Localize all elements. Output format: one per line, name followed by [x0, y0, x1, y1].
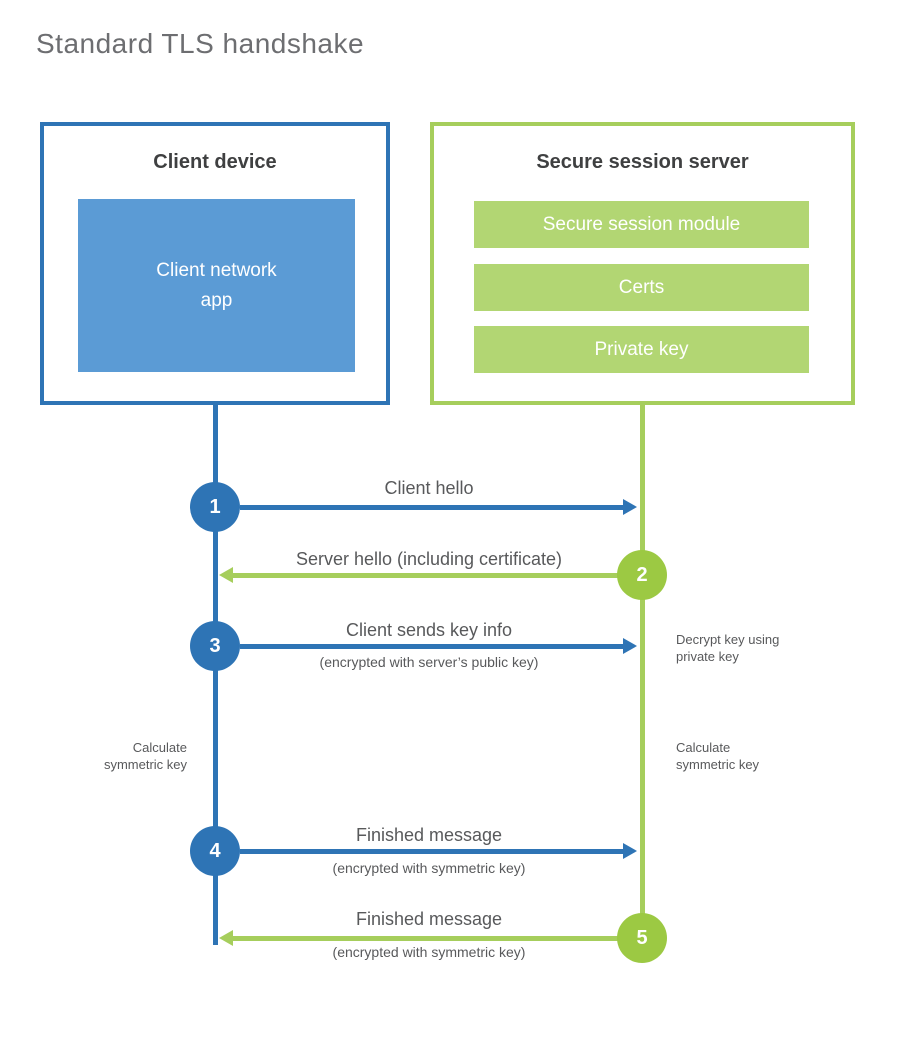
msg-client-hello: Client hello	[384, 478, 474, 498]
step-3-number: 3	[209, 634, 221, 657]
note-calc-right-line2: symmetric key	[676, 757, 760, 772]
module-secure-session: Secure session module	[474, 201, 809, 248]
module-private-key: Private key	[474, 326, 809, 373]
client-app-label-line2: app	[200, 289, 233, 311]
page-title: Standard TLS handshake	[36, 28, 365, 59]
step-1-marker: 1	[190, 482, 240, 532]
note-decrypt-key: Decrypt key using private key	[676, 631, 816, 665]
client-box-title: Client device	[153, 151, 277, 173]
step-3-marker: 3	[190, 621, 240, 671]
client-app-label-line1: Client network	[156, 259, 277, 281]
msg-client-key-info: Client sends key info	[345, 620, 513, 640]
step-2-number: 2	[636, 563, 648, 586]
module-certs: Certs	[474, 264, 809, 311]
client-device-box: Client device Client network app	[40, 122, 390, 405]
note-calc-left-line2: symmetric key	[103, 757, 187, 772]
step-5-number: 5	[636, 926, 648, 949]
secure-session-server-box: Secure session server Secure session mod…	[430, 122, 855, 405]
arrow-finished-server	[219, 930, 620, 946]
client-lifeline	[213, 403, 218, 945]
msg-server-hello: Server hello (including certificate)	[295, 549, 563, 569]
step-1-number: 1	[209, 495, 221, 518]
msg-finished-client: Finished message	[355, 825, 503, 845]
msg-client-key-info-sub: (encrypted with server’s public key)	[319, 654, 539, 670]
note-decrypt-key-line2: private key	[676, 649, 739, 664]
client-network-app-box: Client network app	[78, 199, 355, 372]
step-5-marker: 5	[617, 913, 667, 963]
client-app-label: Client network app	[156, 256, 276, 316]
note-calc-symmetric-left: Calculate symmetric key	[47, 739, 187, 773]
arrow-client-hello	[240, 499, 637, 515]
note-calc-right-line1: Calculate	[676, 740, 731, 755]
step-4-number: 4	[209, 839, 221, 862]
arrow-finished-client	[240, 843, 637, 859]
arrow-client-key-info	[240, 638, 637, 654]
note-calc-symmetric-right: Calculate symmetric key	[676, 739, 816, 773]
note-decrypt-key-line1: Decrypt key using	[676, 632, 780, 647]
step-2-marker: 2	[617, 550, 667, 600]
msg-finished-server: Finished message	[355, 909, 503, 929]
arrow-server-hello	[219, 567, 620, 583]
server-lifeline	[640, 403, 645, 938]
msg-finished-server-sub: (encrypted with symmetric key)	[332, 944, 526, 960]
server-box-title: Secure session server	[536, 151, 749, 173]
step-4-marker: 4	[190, 826, 240, 876]
msg-finished-client-sub: (encrypted with symmetric key)	[332, 860, 526, 876]
note-calc-left-line1: Calculate	[132, 740, 187, 755]
